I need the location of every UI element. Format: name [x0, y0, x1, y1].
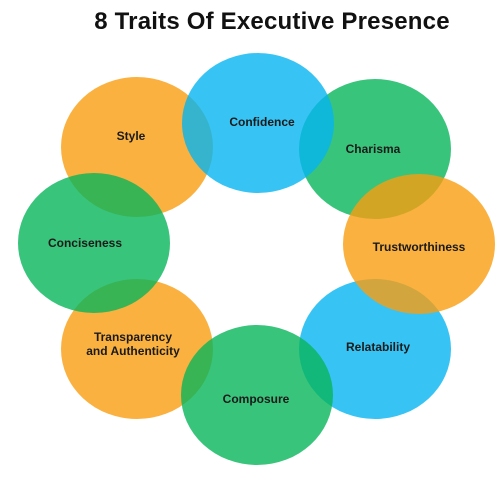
trait-bubble-transparency-and-authenticity	[61, 279, 213, 419]
trait-label-line: Conciseness	[48, 236, 122, 250]
trait-label-line: Style	[117, 129, 146, 143]
trait-label-line: Transparency	[94, 330, 172, 344]
trait-label-relatability: Relatability	[346, 340, 410, 354]
trait-label-line: Confidence	[229, 115, 295, 129]
trait-bubble-conciseness	[18, 173, 170, 313]
trait-label-trustworthiness: Trustworthiness	[373, 240, 466, 254]
trait-label-composure: Composure	[223, 392, 290, 406]
trait-labels: Style ConfidenceCharismaTrustworthinessRe…	[48, 115, 466, 406]
trait-bubble-confidence	[182, 53, 334, 193]
trait-label-confidence: Confidence	[229, 115, 295, 129]
trait-label-charisma: Charisma	[346, 142, 401, 156]
trait-bubble-relatability	[299, 279, 451, 419]
trait-label-line: Charisma	[346, 142, 401, 156]
trait-label-conciseness: Conciseness	[48, 236, 122, 250]
trait-bubbles	[18, 53, 495, 465]
trait-label-style: Style	[117, 129, 146, 143]
trait-bubble-trustworthiness	[343, 174, 495, 314]
diagram-title: 8 Traits Of Executive Presence	[94, 8, 450, 35]
trait-label-line: Composure	[223, 392, 290, 406]
trait-label-line: Relatability	[346, 340, 410, 354]
trait-label-line: and Authenticity	[86, 344, 180, 358]
trait-bubble-composure	[181, 325, 333, 465]
trait-label-line: Trustworthiness	[373, 240, 466, 254]
